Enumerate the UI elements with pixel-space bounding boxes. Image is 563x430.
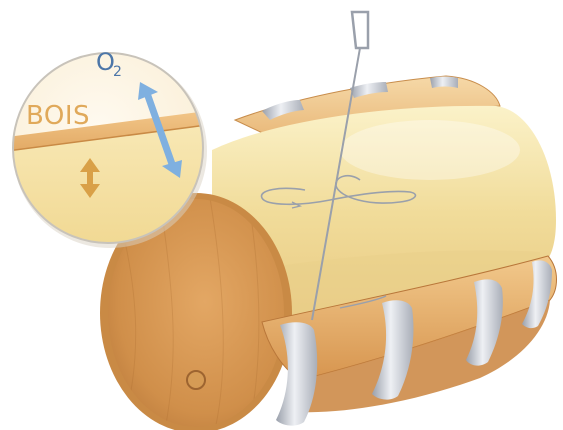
barrel-top-hoop-right [430, 77, 458, 89]
oxygen-label-subscript: 2 [113, 64, 122, 80]
wine-highlight [340, 120, 520, 180]
wood-label: BOIS [26, 101, 90, 131]
bung-hole [187, 371, 205, 389]
